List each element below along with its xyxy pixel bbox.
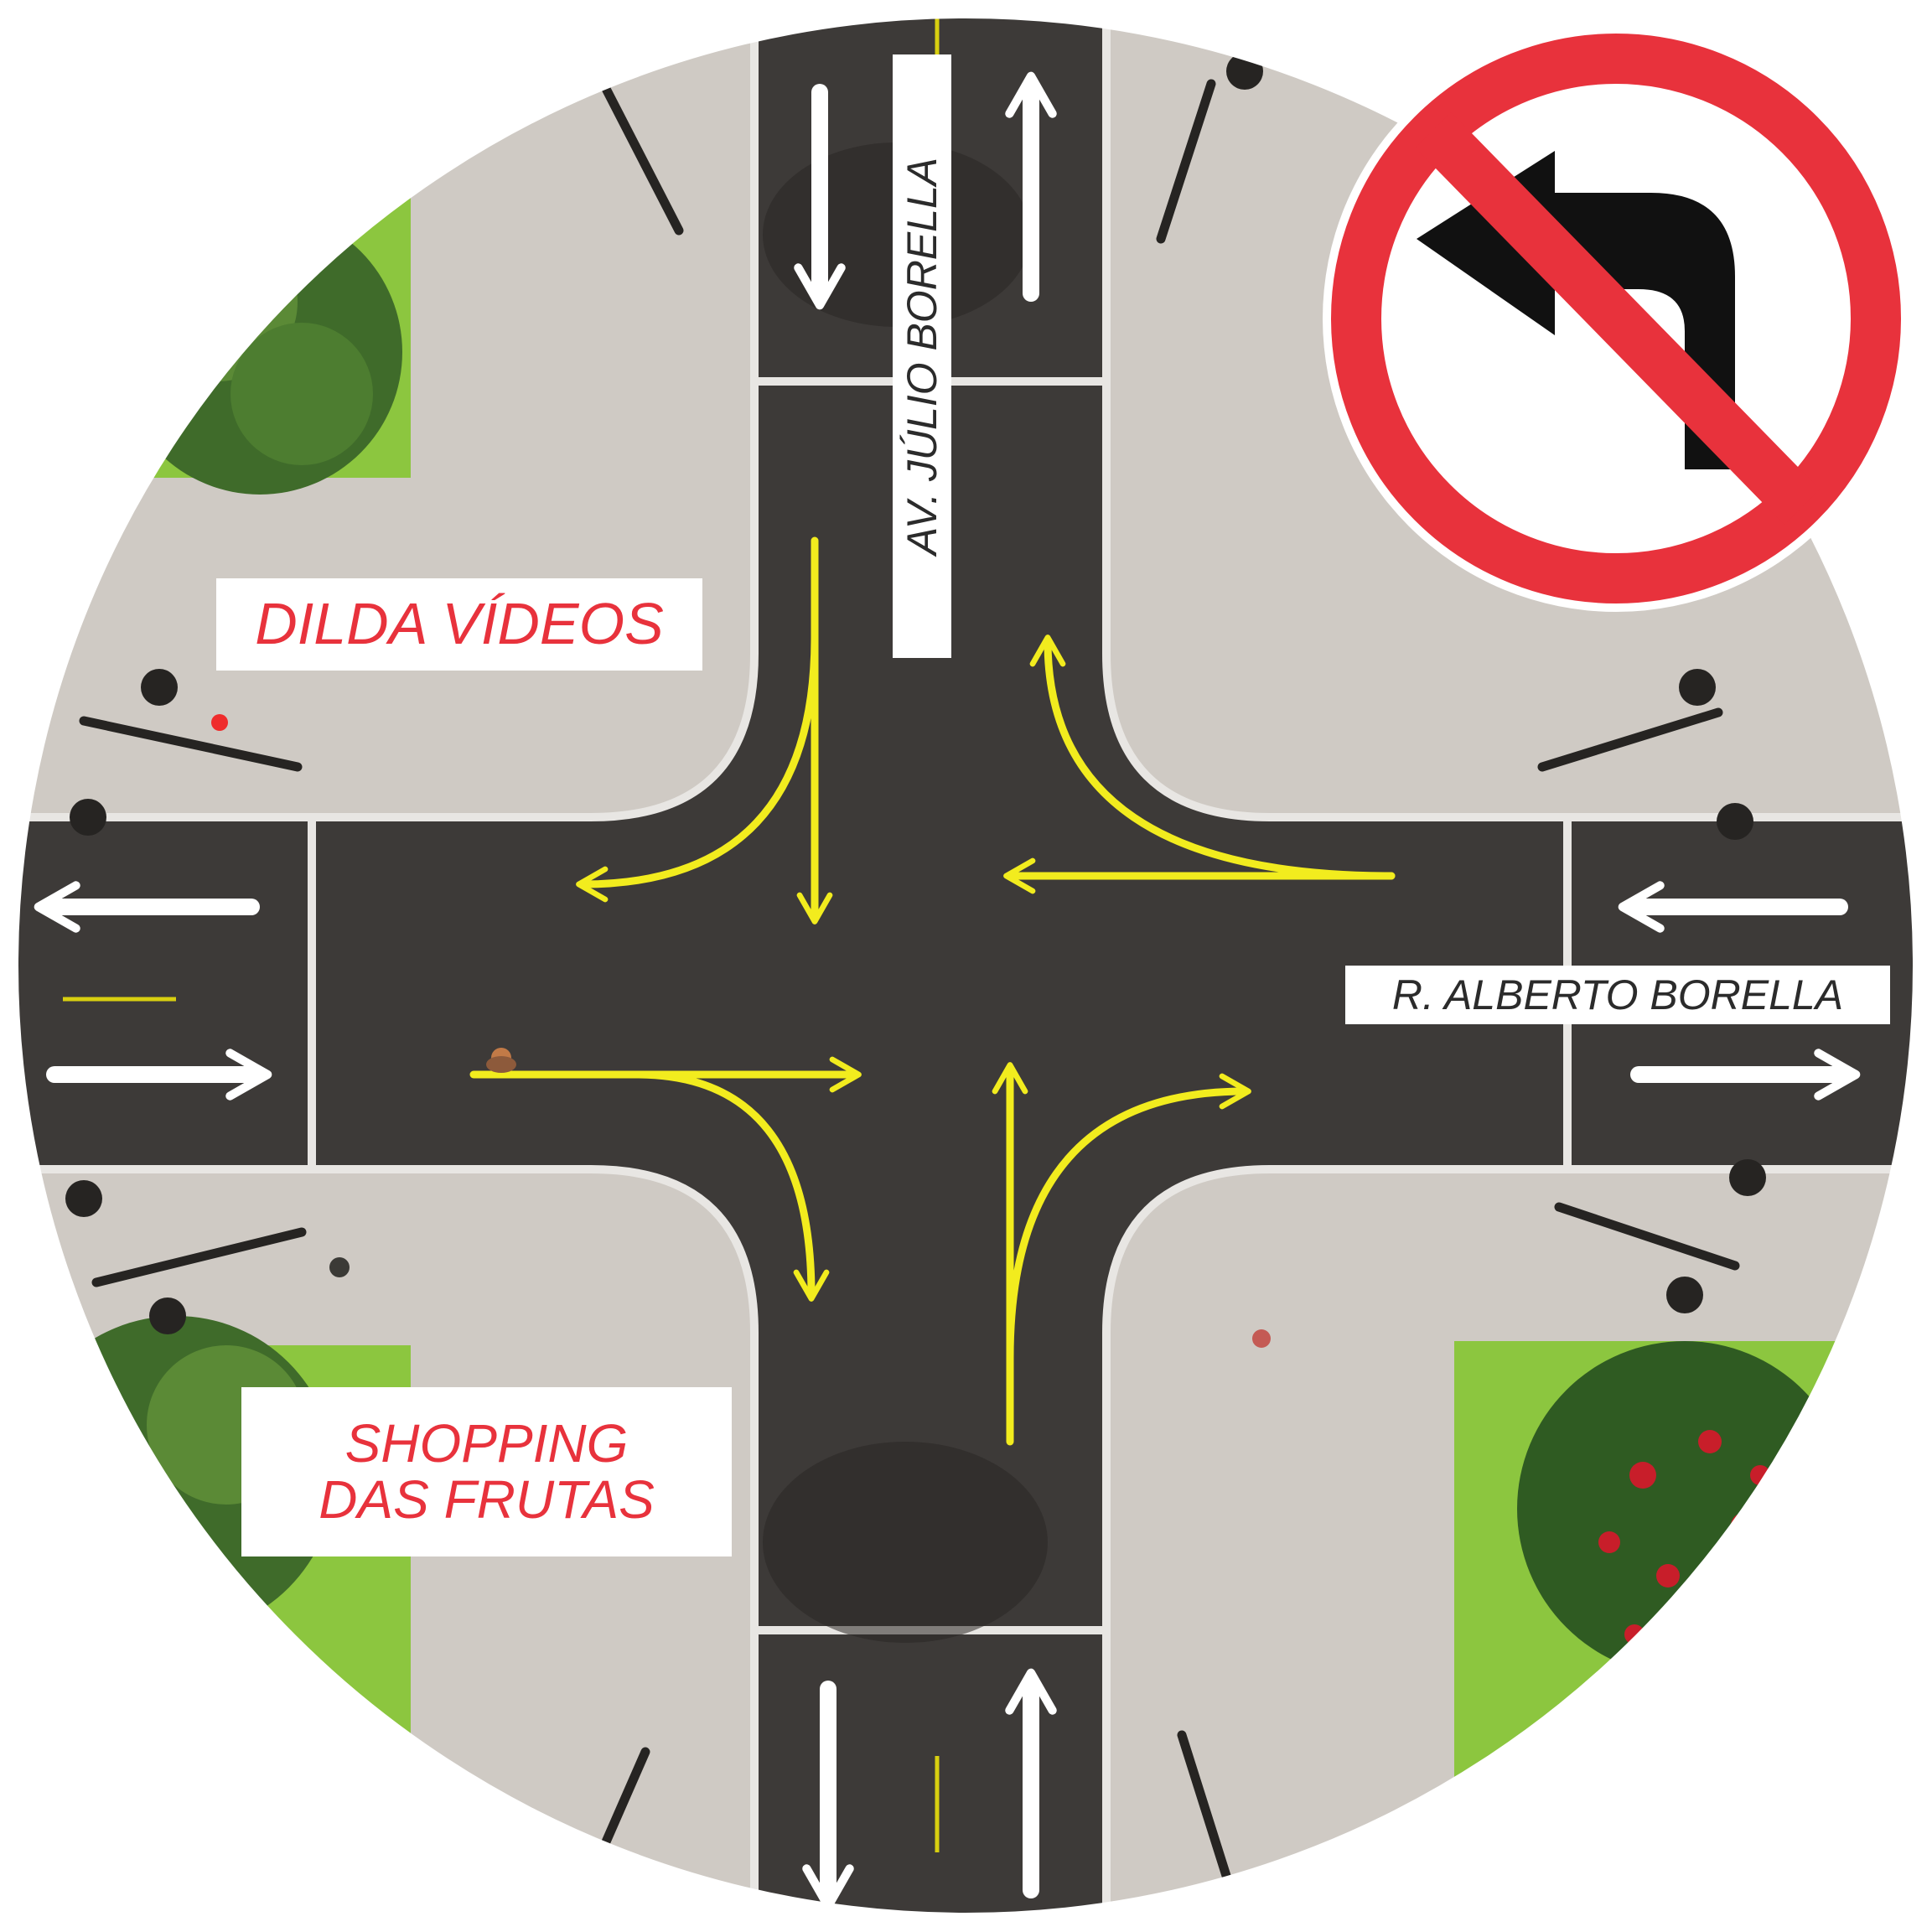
sign-slash <box>1415 112 1821 525</box>
street-label-vertical: AV. JÚLIO BORELLA <box>893 54 951 658</box>
street-label-horizontal-text: R. ALBERTO BORELLA <box>1391 971 1844 1018</box>
diagram-border <box>15 15 1916 1916</box>
place-label-line2: DAS FRUTAS <box>319 1469 655 1530</box>
center-dashes <box>63 17 940 1852</box>
left-turn-arrow-icon <box>1417 151 1735 469</box>
place-label-dilda-videos-text: DILDA VÍDEOS <box>255 591 664 657</box>
place-label-dilda-videos: DILDA VÍDEOS <box>216 578 702 671</box>
street-label-horizontal: R. ALBERTO BORELLA <box>1345 966 1890 1024</box>
flow-arrows <box>469 536 1396 1446</box>
flow-east-right-turn <box>633 1070 830 1302</box>
place-label-shopping-das-frutas: SHOPPING DAS FRUTAS <box>241 1387 732 1556</box>
street-label-vertical-text: AV. JÚLIO BORELLA <box>899 157 945 556</box>
lane-arrows <box>34 71 1861 1911</box>
flow-west-right-turn <box>1029 635 1396 880</box>
flow-south-right-turn <box>576 633 819 903</box>
place-label-line1: SHOPPING <box>344 1412 629 1474</box>
pedestrians <box>211 714 1271 1348</box>
sign-ring <box>1331 34 1901 603</box>
flow-north-right-turn <box>1006 1073 1251 1362</box>
no-left-turn-sign <box>1323 25 1909 612</box>
